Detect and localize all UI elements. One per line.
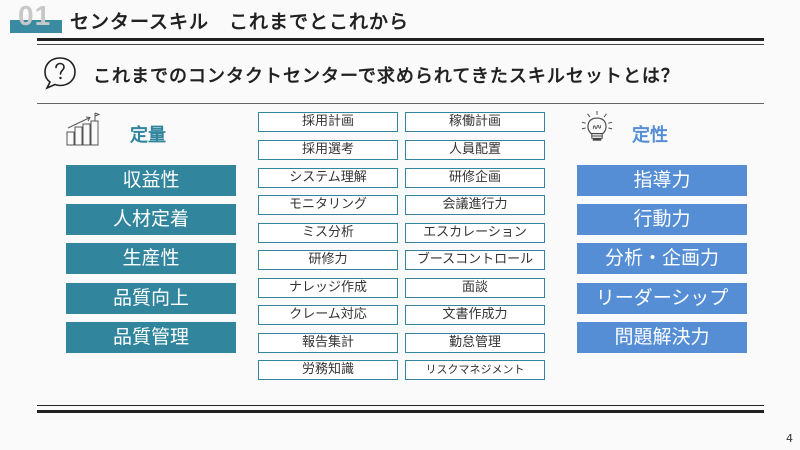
- skill-tag: ナレッジ作成: [258, 278, 398, 298]
- slide-title: センタースキル これまでとこれから: [70, 11, 410, 33]
- section-number: 01: [18, 0, 52, 31]
- qualitative-item: 指導力: [577, 165, 747, 196]
- quantitative-item: 人材定着: [66, 204, 236, 235]
- skill-tag: 採用選考: [258, 140, 398, 160]
- skill-tag: 人員配置: [405, 140, 545, 160]
- divider-top-thin: [37, 44, 764, 45]
- skill-tag: モニタリング: [258, 195, 398, 215]
- skill-tag: 勤怠管理: [405, 333, 545, 353]
- skill-tag: クレーム対応: [258, 305, 398, 325]
- skill-tag: 労務知識: [258, 360, 398, 380]
- quantitative-item: 品質向上: [66, 283, 236, 314]
- divider-bottom-thin: [37, 405, 764, 406]
- skill-tag: リスクマネジメント: [405, 360, 545, 380]
- lightbulb-icon: [581, 110, 613, 141]
- section-number-bar: [10, 20, 62, 33]
- skill-tag: 研修力: [258, 250, 398, 270]
- skill-tag: 面談: [405, 278, 545, 298]
- qualitative-item: リーダーシップ: [577, 283, 747, 314]
- quantitative-item: 収益性: [66, 165, 236, 196]
- skill-tag: 研修企画: [405, 168, 545, 188]
- section-question: これまでのコンタクトセンターで求められてきたスキルセットとは？: [93, 66, 680, 87]
- skill-tag: エスカレーション: [405, 223, 545, 243]
- skill-tag: 報告集計: [258, 333, 398, 353]
- page-number: 4: [786, 432, 793, 445]
- skill-tag: ブースコントロール: [405, 250, 545, 270]
- divider-top-thick: [37, 38, 764, 41]
- qualitative-item: 行動力: [577, 204, 747, 235]
- qualitative-label: 定性: [632, 125, 668, 146]
- qualitative-item: 分析・企画力: [577, 243, 747, 274]
- quantitative-item: 生産性: [66, 243, 236, 274]
- divider-bottom-thick: [37, 410, 764, 413]
- skill-tag: システム理解: [258, 168, 398, 188]
- skill-tag: 会議進行力: [405, 195, 545, 215]
- skill-tag: ミス分析: [258, 223, 398, 243]
- qualitative-item: 問題解決力: [577, 322, 747, 353]
- skill-tag: 採用計画: [258, 112, 398, 132]
- quantitative-label: 定量: [130, 125, 166, 146]
- skill-tag: 文書作成力: [405, 305, 545, 325]
- bar-growth-chart-icon: [66, 112, 101, 146]
- skill-tag: 稼働計画: [405, 112, 545, 132]
- quantitative-item: 品質管理: [66, 322, 236, 353]
- divider-question: [37, 103, 764, 104]
- question-bubble-icon: [44, 57, 76, 90]
